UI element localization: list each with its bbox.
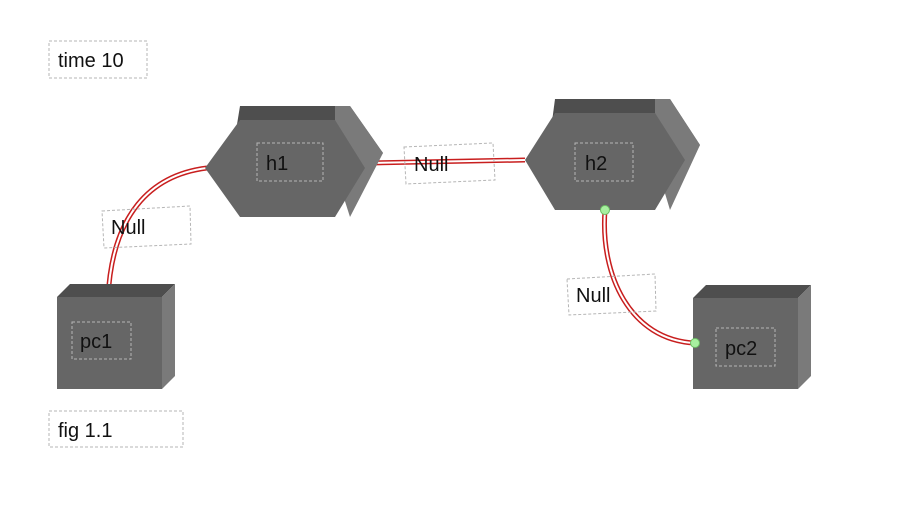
- link-label-h1-h2-text: Null: [414, 154, 448, 176]
- link-label-h2-pc2: Null: [566, 273, 657, 316]
- link-label-h1-pc1-text: Null: [111, 217, 145, 239]
- link-h2-pc2[interactable]: [601, 209, 696, 346]
- node-h1[interactable]: h1: [205, 106, 383, 217]
- node-h1-label-box: [256, 142, 324, 182]
- node-pc2-label-box: [715, 327, 776, 367]
- node-h2-label-box: [574, 142, 634, 182]
- endpoint-h2-pc2-start[interactable]: [600, 205, 610, 215]
- node-pc2[interactable]: pc2: [693, 285, 811, 389]
- link-label-h1-pc1: Null: [101, 205, 192, 249]
- node-pc1-label: pc1: [80, 331, 112, 353]
- link-h1-pc1[interactable]: [105, 165, 208, 299]
- figure-caption: fig 1.1: [48, 410, 184, 448]
- figure-caption-text: fig 1.1: [58, 420, 112, 442]
- node-pc1[interactable]: pc1: [57, 284, 175, 389]
- link-label-h2-pc2-text: Null: [576, 285, 610, 307]
- node-h1-label: h1: [266, 153, 288, 175]
- time-label-text: time 10: [58, 50, 124, 72]
- node-pc1-label-box: [71, 321, 132, 360]
- node-h2[interactable]: h2: [525, 99, 700, 210]
- node-pc2-label: pc2: [725, 338, 757, 360]
- link-h1-h2[interactable]: [369, 157, 526, 166]
- endpoint-h2-pc2-end[interactable]: [690, 338, 700, 348]
- node-h2-label: h2: [585, 153, 607, 175]
- link-label-h1-h2: Null: [403, 142, 496, 185]
- time-label: time 10: [48, 40, 148, 79]
